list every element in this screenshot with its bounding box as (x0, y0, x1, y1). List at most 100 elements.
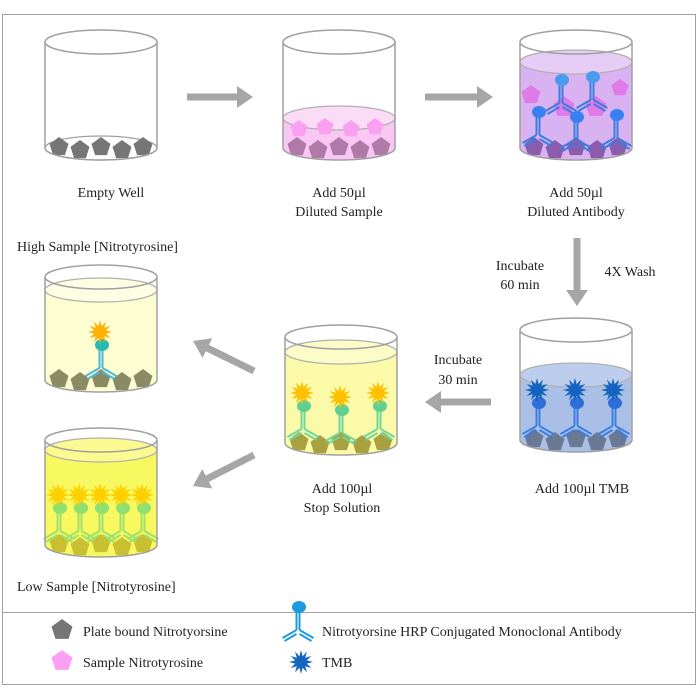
antibody-arm (545, 102, 561, 115)
legend-sample-antigen-icon (51, 650, 73, 670)
liquid-surface (44, 437, 158, 463)
diagram-frame (2, 14, 696, 685)
plate-antigen-icon (331, 432, 351, 451)
antibody-arm (538, 134, 554, 147)
hrp-head (570, 397, 584, 409)
star-icon (46, 483, 70, 507)
well-bottom-rim (284, 442, 398, 456)
hrp-head (116, 502, 130, 514)
hrp-head (610, 109, 624, 121)
legend-label-sample: Sample Nitrotyrosine (83, 656, 203, 671)
antibody-arm (560, 425, 576, 438)
well-bottom-rim (519, 147, 633, 161)
antibody-arm (298, 629, 314, 642)
label-add-tmb: Add 100µl TMB (535, 482, 629, 497)
label-low-sample: Low Sample [Nitrotyrosine] (17, 580, 176, 595)
plate-antigen-icon (112, 537, 132, 556)
plate-antigen-icon (371, 137, 391, 156)
arrow-right-1 (187, 86, 253, 108)
plate-antigen-icon (524, 137, 544, 156)
plate-antigen-icon (112, 140, 132, 159)
star-icon (109, 483, 133, 507)
arrow-head (237, 86, 253, 108)
plate-antigen-icon (112, 372, 132, 391)
well-bottom-rim (44, 379, 158, 393)
hrp-head (373, 400, 387, 412)
star-icon (525, 378, 549, 402)
star-icon (88, 320, 112, 344)
sample-antigen-icon (521, 85, 541, 104)
well-top-rim (519, 317, 633, 343)
arrow-down (566, 238, 588, 306)
legend-divider (2, 612, 696, 613)
hrp-head (95, 502, 109, 514)
antibody-icon (363, 381, 395, 441)
well-bottom-rim (282, 147, 396, 161)
antibody-arm (522, 425, 538, 438)
plate-antigen-icon (329, 137, 349, 156)
label-high-sample: High Sample [Nitrotyrosine] (17, 240, 178, 255)
star-icon (366, 381, 390, 405)
star-icon (290, 381, 314, 405)
antibody-icon (560, 378, 592, 438)
well-top-rim (284, 324, 398, 350)
hrp-head (532, 106, 546, 118)
hrp-head (570, 111, 584, 123)
antibody-arm (576, 425, 592, 438)
antibody-icon (282, 601, 314, 642)
well-empty (44, 29, 158, 161)
plate-antigen-icon (70, 140, 90, 159)
plate-antigen-icon (49, 369, 69, 388)
arrow-shaft (205, 344, 256, 375)
label-add-sample-2: Diluted Sample (295, 205, 383, 220)
antibody-icon (560, 111, 592, 152)
liquid-surface (44, 277, 158, 303)
antibody-arm (85, 530, 101, 543)
plate-antigen-icon (70, 372, 90, 391)
well-top-rim (519, 29, 633, 55)
arrow-down-left (193, 451, 256, 489)
sample-antigen-icon (316, 118, 334, 135)
well-bottom-rim (44, 147, 158, 161)
plate-antigen-icon (350, 140, 370, 159)
label-incubate-60-2: 60 min (500, 278, 539, 293)
label-incubate-60-1: Incubate (496, 259, 544, 274)
antibody-arm (616, 137, 632, 150)
antibody-arm (522, 134, 538, 147)
antibody-arm (127, 530, 143, 543)
antibody-arm (101, 367, 117, 380)
hrp-head (292, 601, 306, 613)
hrp-head (608, 397, 622, 409)
well-bottom-rim (44, 544, 158, 558)
well-top-rim (44, 264, 158, 290)
plate-antigen-icon (49, 534, 69, 553)
well-diluted-antibody (519, 29, 633, 161)
arrow-shaft (205, 451, 256, 482)
hrp-head (53, 502, 67, 514)
star-icon (88, 483, 112, 507)
antibody-icon (287, 381, 319, 441)
antibody-icon (522, 106, 554, 147)
star-icon (328, 385, 352, 409)
plate-antigen-icon (70, 537, 90, 556)
antibody-icon (598, 378, 630, 438)
antibody-arm (43, 530, 59, 543)
plate-antigen-icon (566, 429, 586, 448)
well-top-rim (44, 427, 158, 453)
plate-antigen-icon (287, 137, 307, 156)
antibody-arm (600, 137, 616, 150)
arrow-head (425, 391, 441, 413)
star-icon (130, 483, 154, 507)
well-top-rim (44, 29, 158, 55)
antibody-arm (363, 428, 379, 441)
liquid-surface (284, 339, 398, 365)
arrow-up-left (193, 338, 256, 375)
legend-label-tmb: TMB (322, 656, 352, 671)
antibody-arm (614, 425, 630, 438)
antibody-arm (341, 432, 357, 445)
antibody-arm (282, 629, 298, 642)
antibody-arm (325, 432, 341, 445)
arrow-head (193, 468, 213, 489)
antibody-icon (522, 378, 554, 438)
label-add-stop-1: Add 100µl (312, 482, 373, 497)
